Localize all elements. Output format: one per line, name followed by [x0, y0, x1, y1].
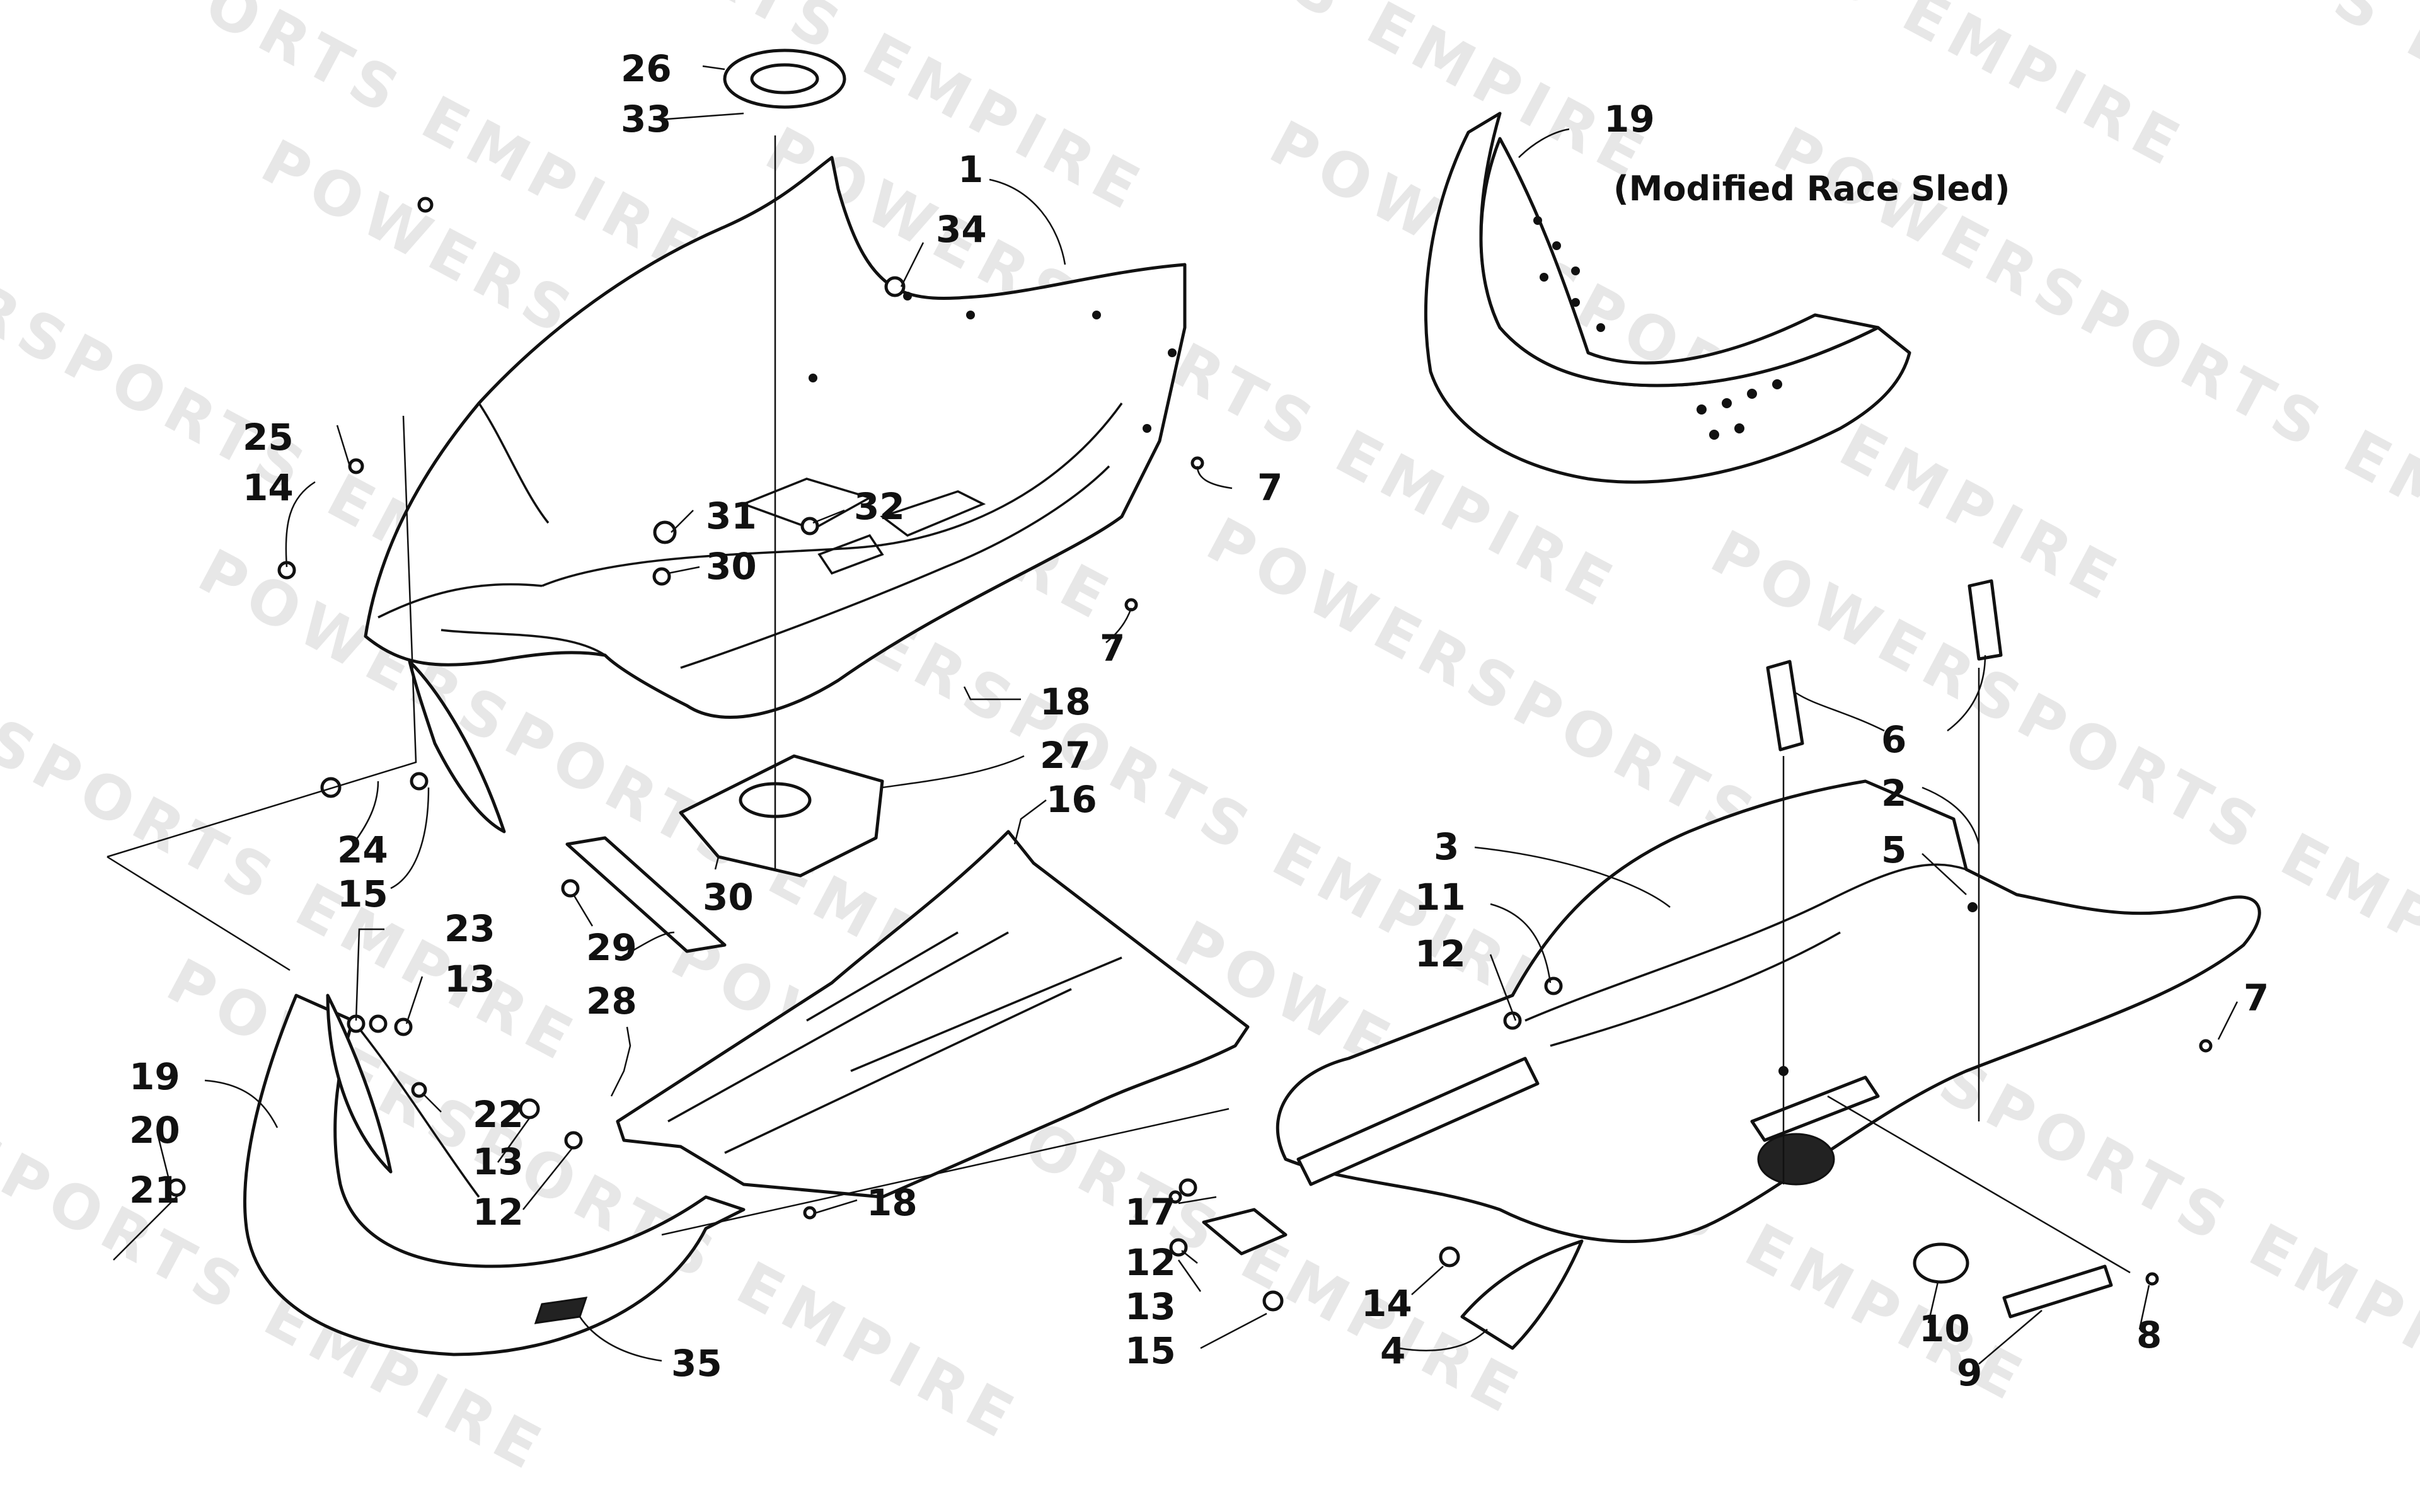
callout-13-b: 13 — [473, 1140, 524, 1183]
strap-part-6 — [1766, 579, 2003, 752]
leader-lines — [107, 65, 2238, 1365]
callout-26: 26 — [621, 47, 672, 90]
plate-part-9 — [2002, 1264, 2113, 1319]
callout-33: 33 — [621, 98, 672, 140]
front-bumper-part-19 — [243, 994, 746, 1356]
callout-25: 25 — [243, 416, 294, 459]
plug-part-10 — [1913, 1242, 1969, 1284]
callout-23: 23 — [444, 907, 495, 950]
callout-7-c: 7 — [2244, 976, 2269, 1019]
callout-30-a: 30 — [706, 545, 757, 588]
callout-32: 32 — [854, 485, 905, 528]
callout-30-b: 30 — [703, 876, 754, 919]
callout-12-c: 12 — [1125, 1241, 1176, 1284]
callout-12-b: 12 — [473, 1191, 524, 1234]
callout-14-b: 14 — [1361, 1282, 1412, 1325]
callout-35: 35 — [671, 1342, 722, 1385]
callout-6: 6 — [1881, 718, 1907, 761]
callout-7-b: 7 — [1100, 627, 1126, 670]
callout-15-a: 15 — [337, 873, 388, 915]
callout-2: 2 — [1881, 772, 1907, 815]
bracket-part-28 — [565, 836, 727, 953]
callout-18-a: 18 — [1040, 680, 1091, 723]
callout-28: 28 — [586, 980, 637, 1022]
callout-13-c: 13 — [1125, 1285, 1176, 1328]
callout-17: 17 — [1125, 1191, 1176, 1234]
callout-27: 27 — [1040, 734, 1091, 777]
callout-34: 34 — [936, 208, 987, 251]
callout-12-a: 12 — [1415, 932, 1466, 975]
callout-16: 16 — [1046, 778, 1097, 821]
callout-13-a: 13 — [444, 958, 495, 1000]
callout-24: 24 — [337, 828, 388, 871]
plate-part-27 — [679, 754, 884, 878]
callout-29: 29 — [586, 926, 637, 969]
callout-21: 21 — [129, 1169, 180, 1211]
callout-9: 9 — [1957, 1351, 1983, 1394]
skid-plate-part-16 — [616, 830, 1250, 1199]
callout-8: 8 — [2136, 1314, 2162, 1356]
callout-15-b: 15 — [1125, 1329, 1176, 1372]
race-sled-bumper-part-19 — [1424, 112, 1911, 484]
callout-14: 14 — [243, 466, 294, 509]
grommet-part-26 — [723, 49, 846, 109]
callout-3: 3 — [1434, 825, 1460, 868]
callout-4: 4 — [1380, 1329, 1406, 1372]
callout-10: 10 — [1919, 1307, 1970, 1350]
callout-18-b: 18 — [867, 1181, 918, 1224]
tunnel-assembly-part-3 — [1202, 779, 2261, 1350]
callout-22: 22 — [473, 1093, 524, 1136]
callout-5: 5 — [1881, 828, 1907, 871]
callout-19-front: 19 — [129, 1055, 180, 1098]
callout-20: 20 — [129, 1109, 180, 1152]
callout-19-race: 19 — [1604, 98, 1655, 140]
callout-7-a: 7 — [1257, 466, 1283, 509]
callout-1: 1 — [958, 148, 984, 191]
race-sled-note: (Modified Race Sled) — [1613, 169, 2010, 209]
callout-31: 31 — [706, 495, 757, 537]
callout-11: 11 — [1415, 876, 1466, 919]
